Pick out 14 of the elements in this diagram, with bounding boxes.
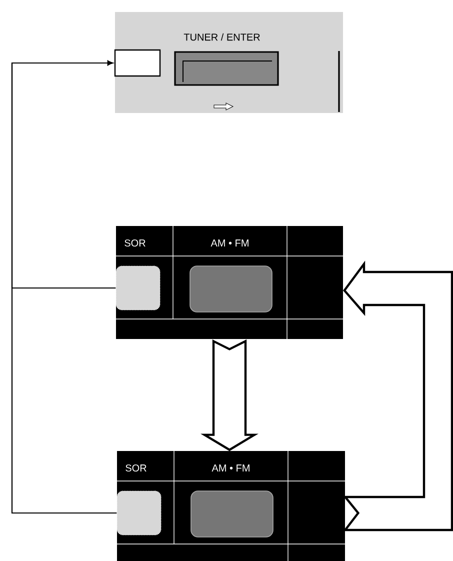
hollow-arrow (342, 260, 453, 532)
key-label: AM • FM (210, 240, 248, 246)
button (116, 266, 160, 310)
button (174, 51, 279, 86)
arrow (11, 60, 117, 514)
button (114, 49, 161, 77)
button (116, 490, 162, 536)
key-label: SOR (126, 464, 146, 472)
key-label: SOR (124, 239, 146, 247)
key-label: TUNER / ENTER (184, 33, 260, 41)
button (190, 266, 272, 312)
key-label: AM • FM (212, 464, 250, 472)
button (190, 490, 274, 538)
hollow-arrow (200, 339, 258, 452)
